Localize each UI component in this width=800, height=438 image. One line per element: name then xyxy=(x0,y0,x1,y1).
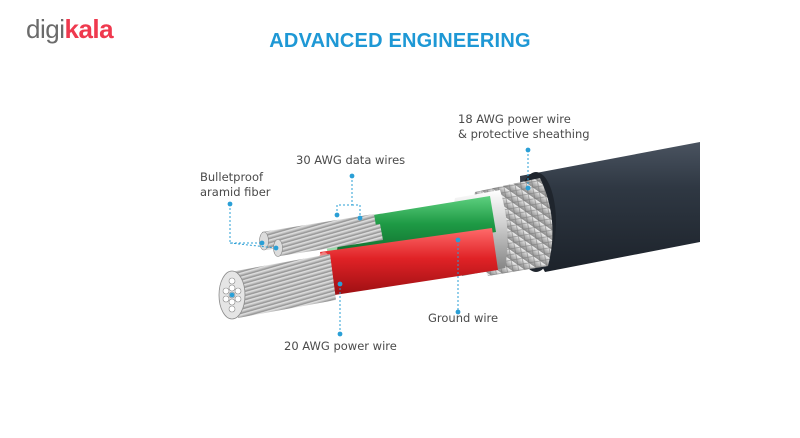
callout-dots xyxy=(227,147,531,337)
page-title: ADVANCED ENGINEERING xyxy=(269,30,531,52)
outer-jacket xyxy=(520,142,700,272)
label-ground-wire: Ground wire xyxy=(428,311,499,325)
red-wire xyxy=(320,228,498,296)
label-30awg-data: 30 AWG data wires xyxy=(296,153,406,167)
label-aramid-line2: aramid fiber xyxy=(200,185,271,199)
brand-logo[interactable]: digikala xyxy=(26,14,114,44)
logo-part-red: kala xyxy=(64,14,114,44)
green-wire xyxy=(330,196,496,258)
data-wire-upper-end xyxy=(259,231,269,251)
data-wire-lower xyxy=(276,224,383,256)
label-18awg-line2: & protective sheathing xyxy=(458,127,590,141)
label-18awg-line1: 18 AWG power wire xyxy=(458,112,571,126)
callouts xyxy=(229,150,529,334)
label-20awg-power: 20 AWG power wire xyxy=(284,339,397,353)
logo-part-gray: digi xyxy=(26,14,65,44)
power-conductor xyxy=(230,254,336,318)
label-aramid-line1: Bulletproof xyxy=(200,170,264,184)
